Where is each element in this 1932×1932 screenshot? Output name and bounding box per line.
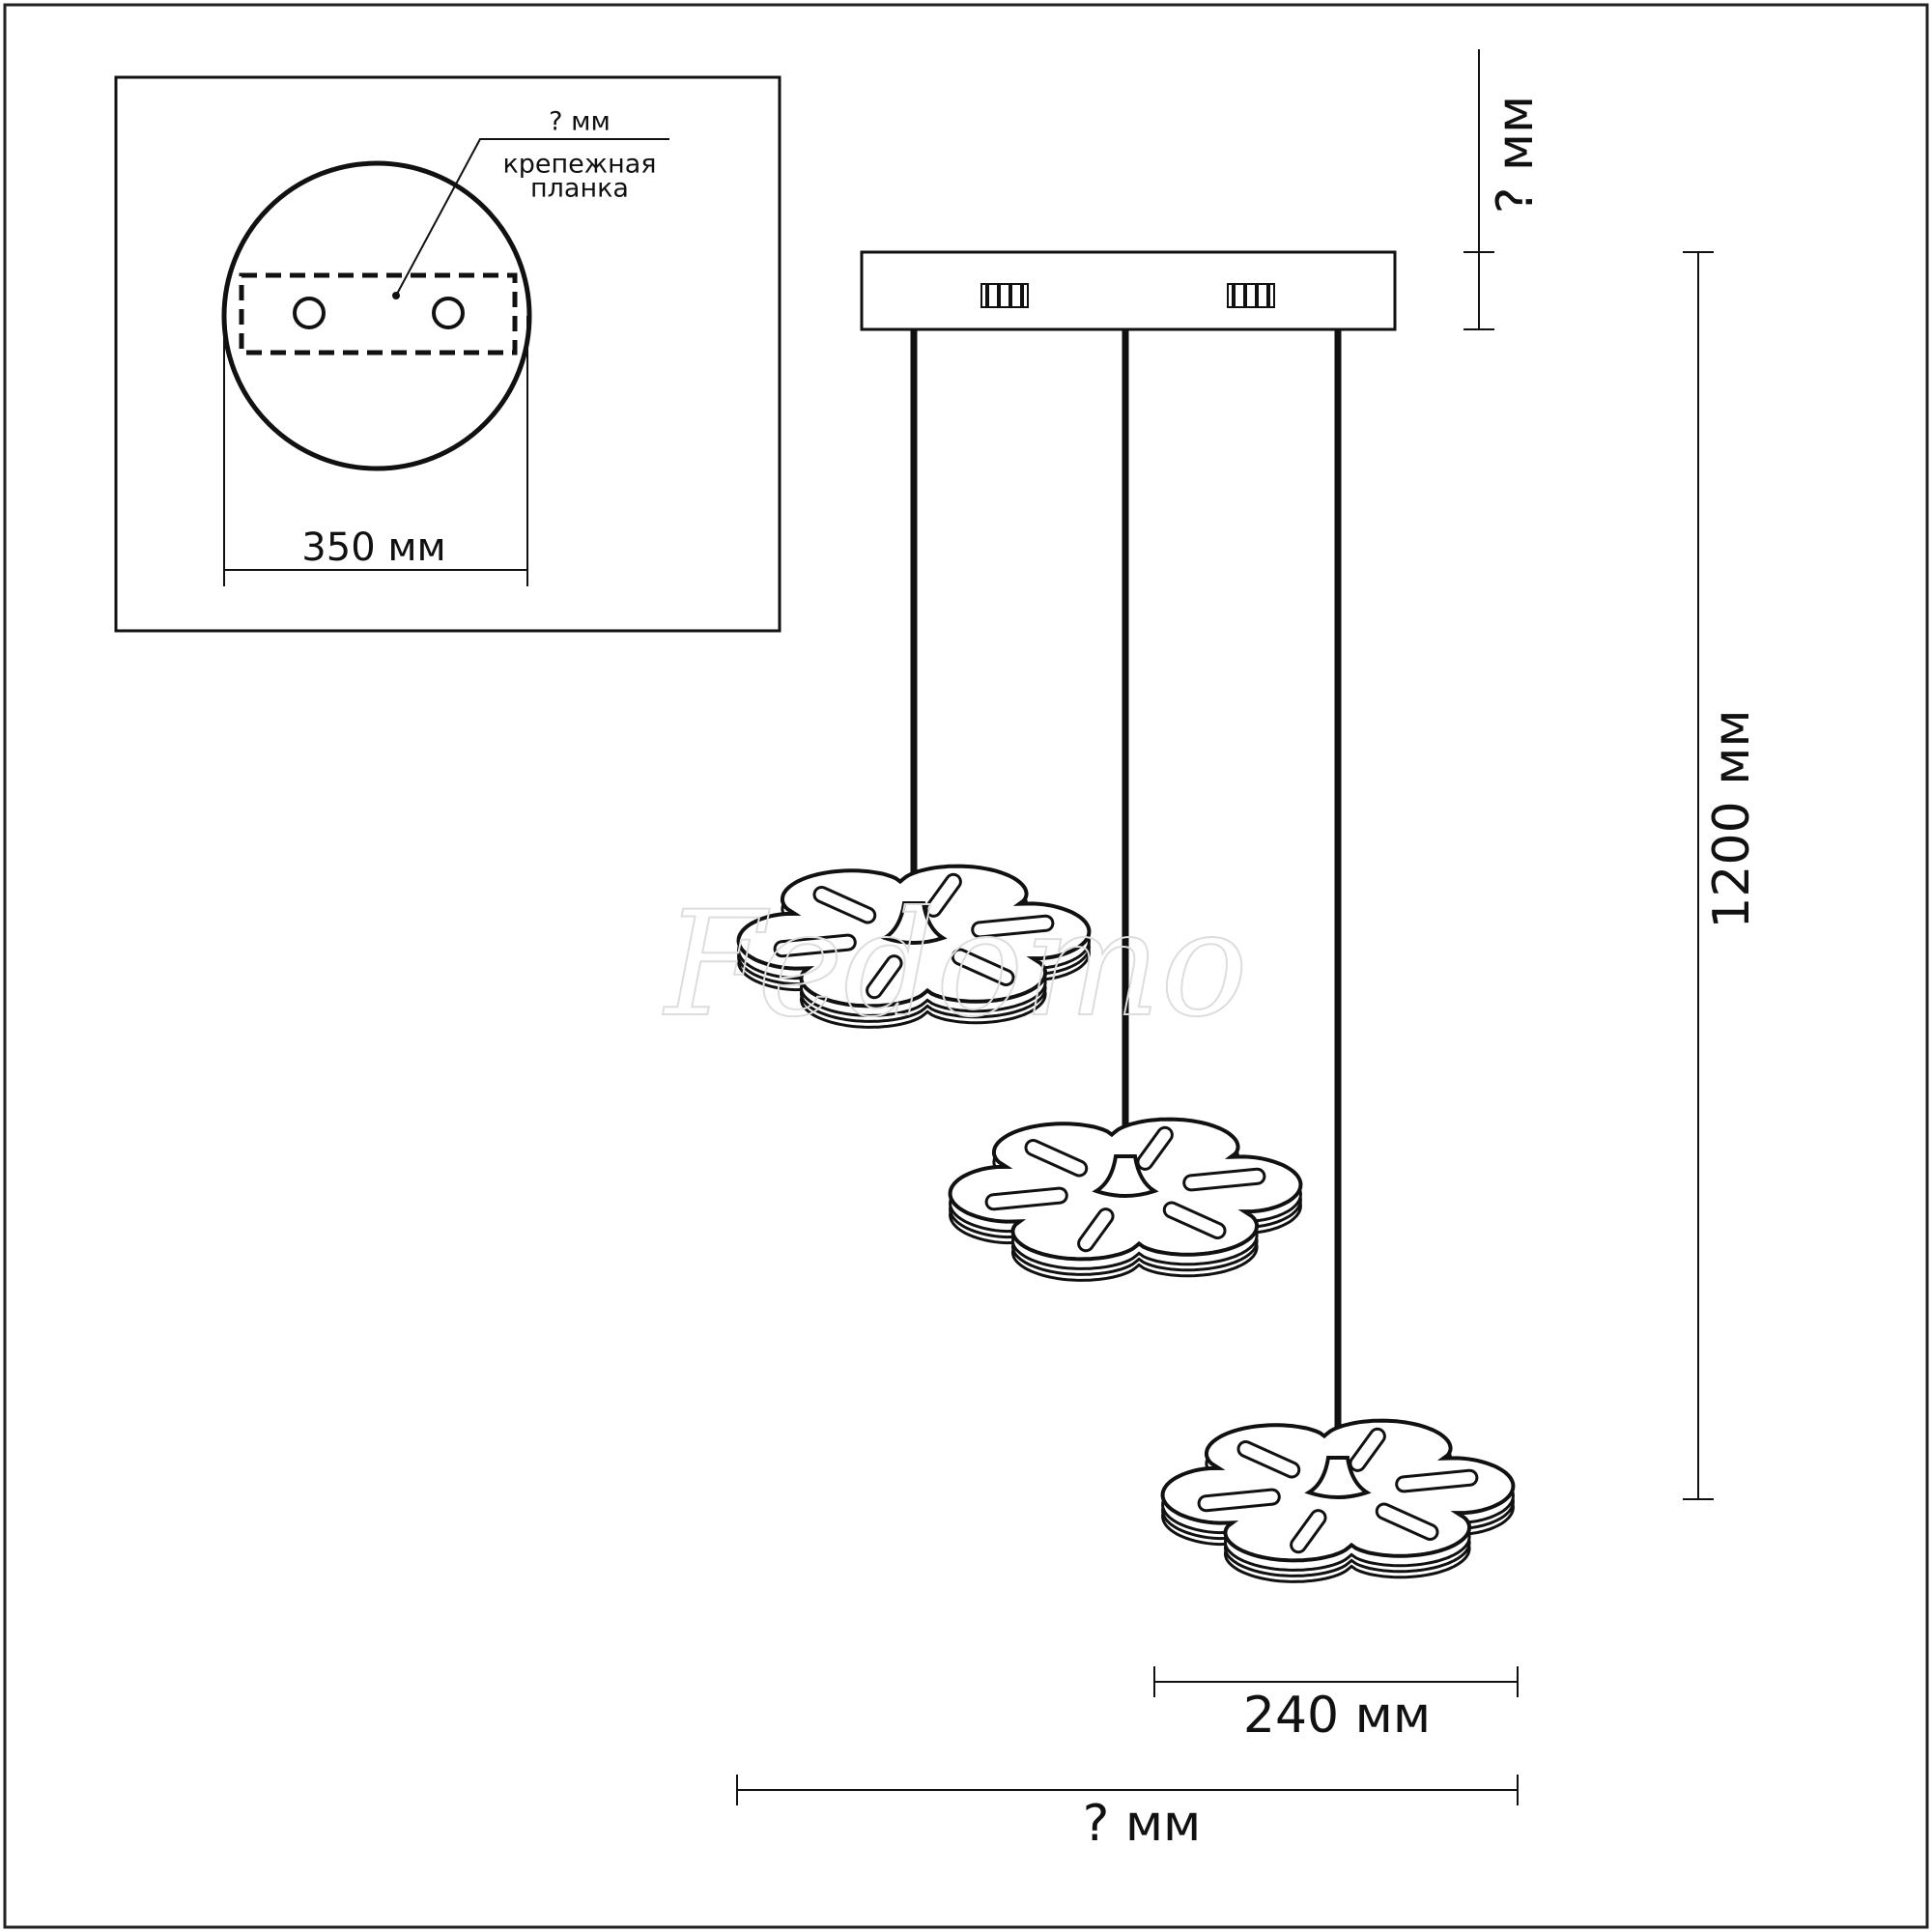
connector-icon [980,283,1029,308]
watermark: Fedomo [662,881,1248,1049]
shade-cap [880,901,948,945]
mount-dimension-label: ? мм [549,106,611,137]
mounting-plate [239,272,518,355]
canopy-top-view-inset [114,75,781,633]
mount-hole-right [432,297,465,329]
shade-cap [1092,1154,1159,1198]
canopy-diameter-label: 350 мм [301,526,446,570]
inset-frame [114,75,781,633]
mount-hole-left [293,297,326,329]
mount-label-line2: планка [530,173,629,204]
outer-border [3,3,1929,1929]
flower-shade-3 [1160,1418,1516,1583]
ceiling-canopy [860,250,1397,331]
flower-shade-2 [948,1117,1303,1282]
drop-height-label: 1200 мм [1703,709,1761,929]
flower-shade-1 [736,864,1092,1029]
connector-icon [1227,283,1275,308]
total-width-label: ? мм [1082,1795,1202,1853]
canopy-height-label: ? мм [1487,95,1545,214]
canopy-circle [221,160,532,471]
mount-label-line1: крепежная [502,149,657,180]
leader-line [395,138,669,297]
shade-width-label: 240 мм [1242,1687,1432,1745]
dimension-lines [736,49,1714,1805]
shade-cap [1304,1456,1372,1499]
